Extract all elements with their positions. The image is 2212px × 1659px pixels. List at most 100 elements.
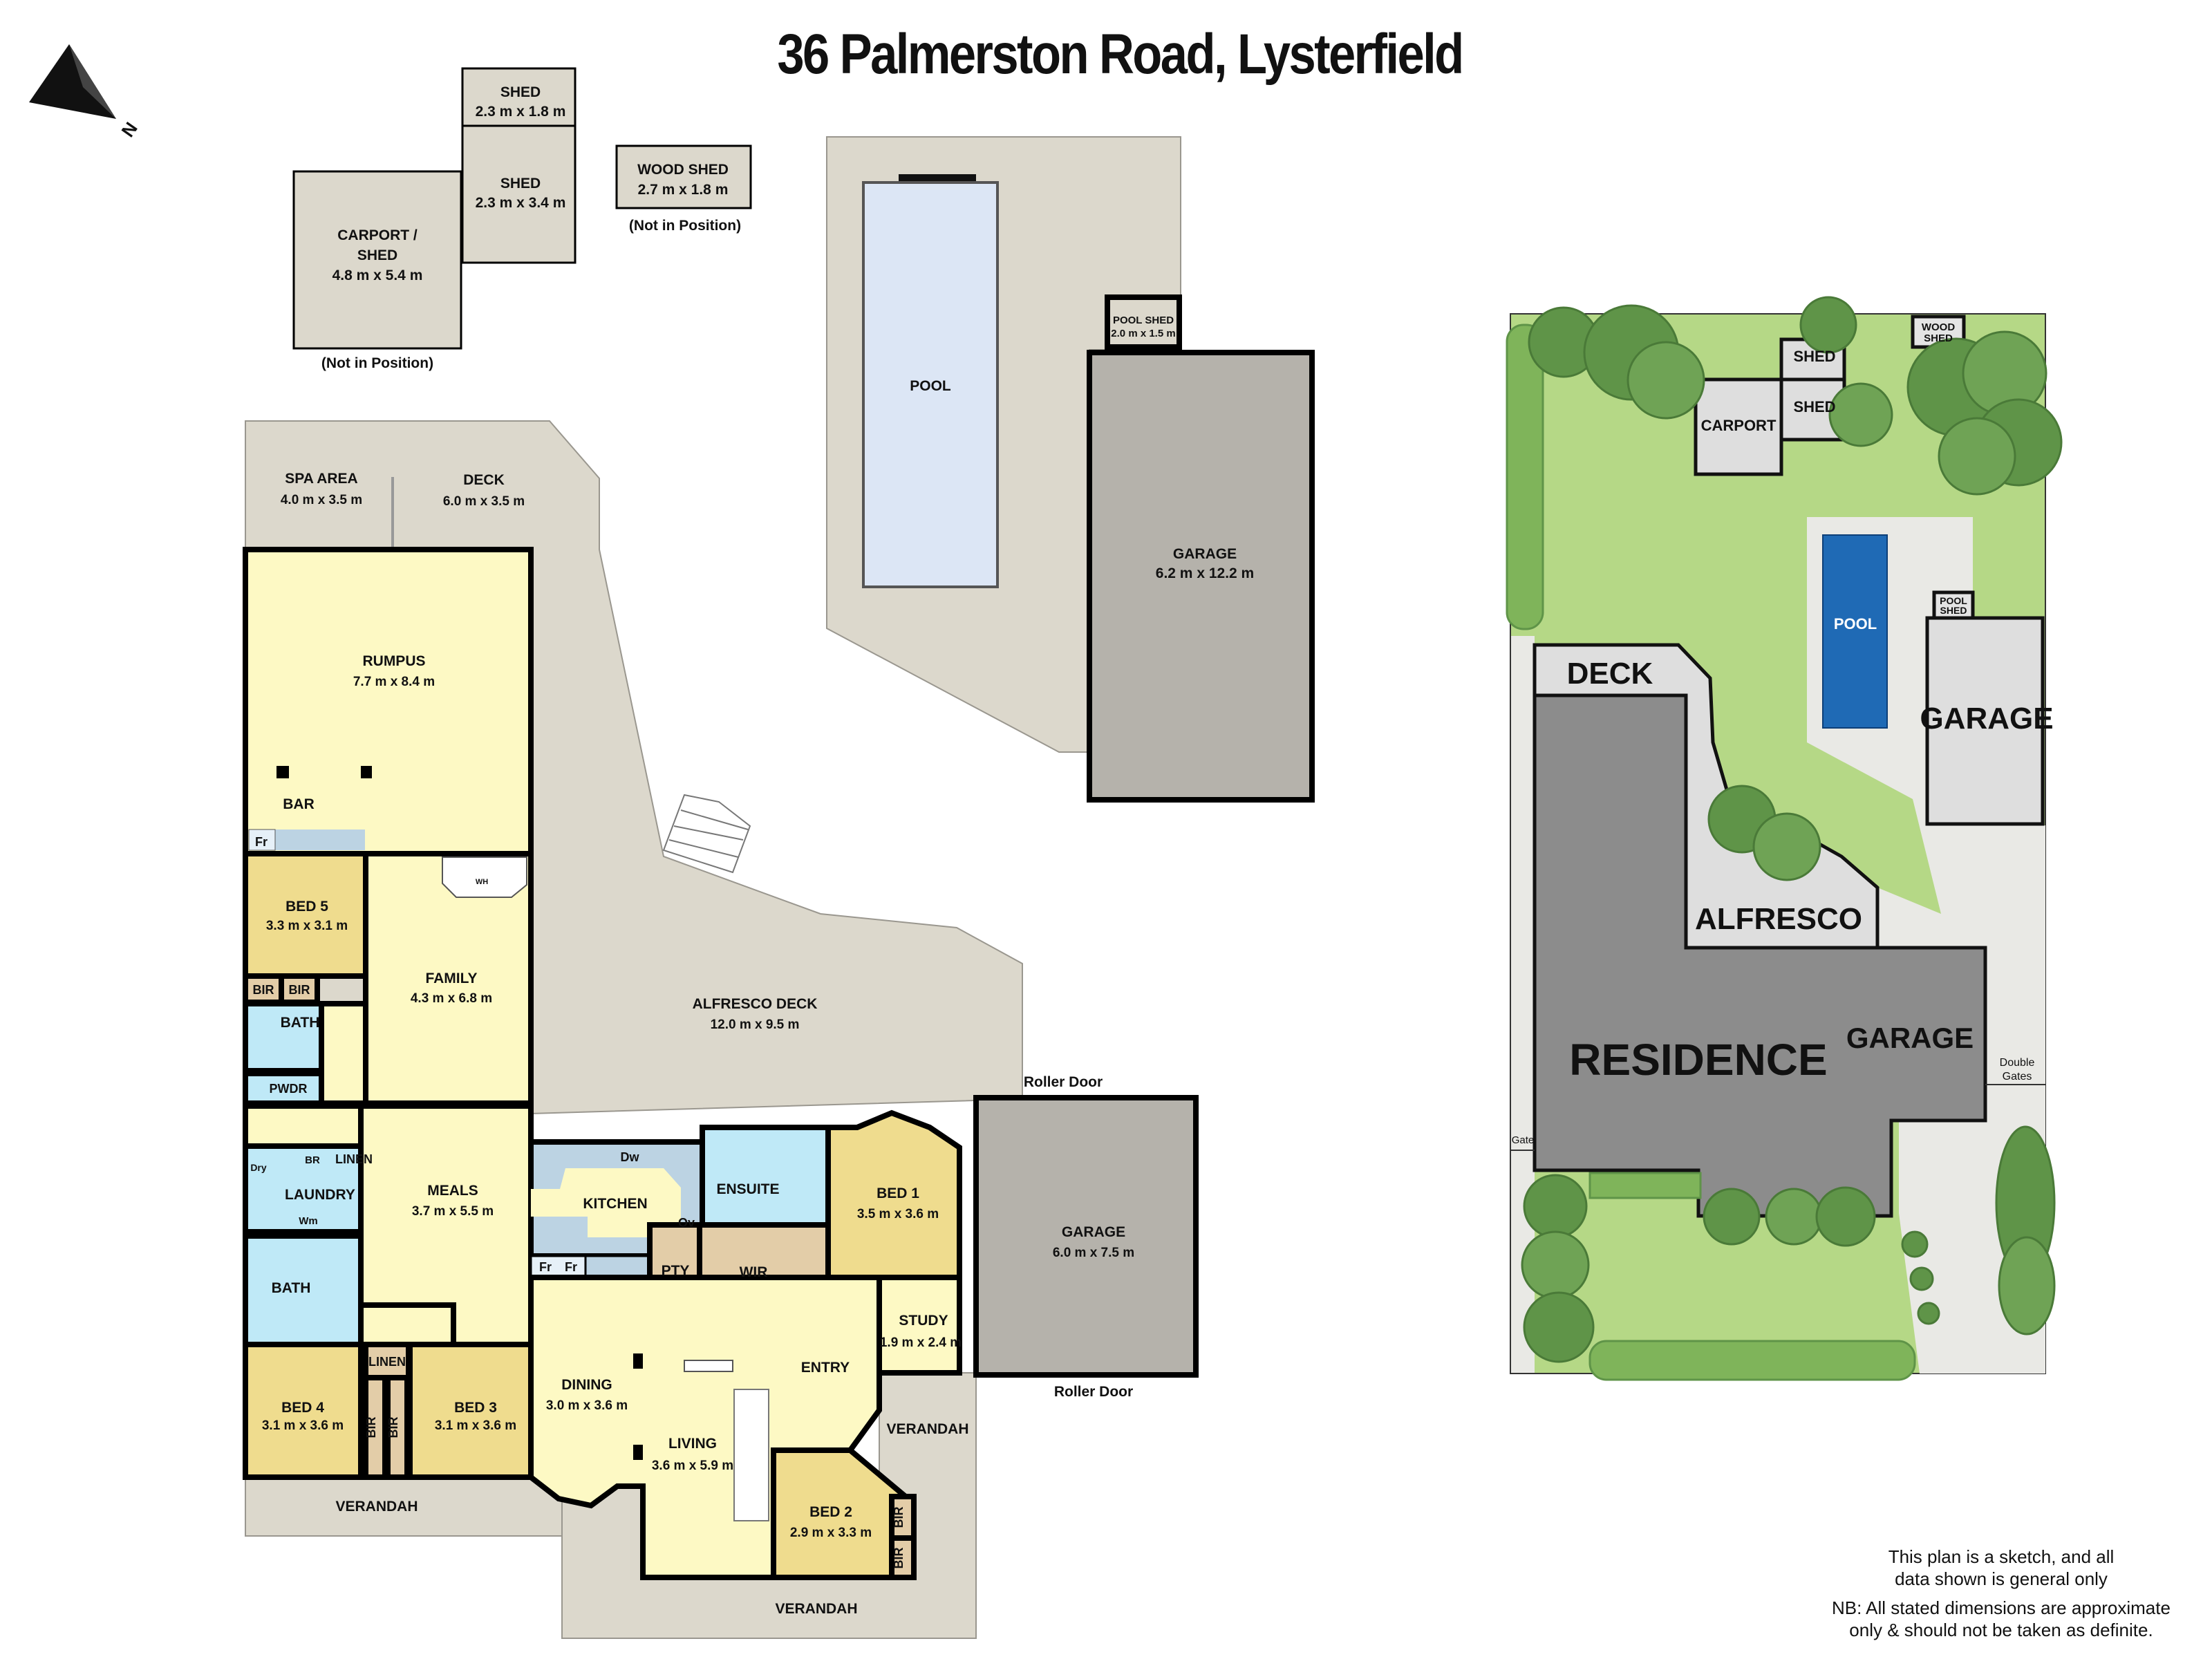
bed-5 — [243, 851, 368, 979]
study — [877, 1275, 962, 1376]
floor-plan-rooms-3-name: BAR — [283, 796, 315, 812]
shed-dims: 2.3 m x 3.4 m — [476, 195, 566, 211]
floor-plan-rooms-26-name: VERANDAH — [886, 1421, 968, 1437]
site-plan-residence: RESIDENCE — [1569, 1035, 1827, 1085]
shed — [461, 124, 577, 264]
floor-plan-rooms-1-name: DECK — [463, 472, 505, 488]
disclaimer-dimensions: NB: All stated dimensions are approximat… — [1797, 1597, 2205, 1641]
floor-plan-rooms-9-name: LAUNDRY — [285, 1187, 355, 1203]
hedge-icon — [1506, 324, 1544, 630]
site-plan-double-gates-l1: Double — [2000, 1057, 2035, 1069]
floor-plan-fixtures-ov: Ov — [678, 1216, 695, 1230]
shed-small — [461, 67, 577, 127]
wood-shed-note: (Not in Position) — [629, 218, 741, 234]
floor-plan-rooms-13-dims: 3.5 m x 3.6 m — [857, 1207, 939, 1221]
site-plan-gate: Gate — [1512, 1134, 1535, 1146]
floor-plan-rooms-17-dims: 1.9 m x 2.4 m — [880, 1335, 962, 1350]
hedge-icon — [1588, 1340, 1916, 1381]
floor-plan-rooms-17-name: STUDY — [899, 1313, 948, 1329]
pool-shed — [1105, 294, 1182, 350]
floor-plan-rooms-0-dims: 4.0 m x 3.5 m — [281, 493, 362, 507]
roller-door-bottom: Roller Door — [1054, 1384, 1133, 1400]
floor-plan-rooms-4-name: BED 5 — [285, 899, 328, 915]
floor-plan-rooms-21-dims: 3.1 m x 3.6 m — [262, 1418, 344, 1433]
floor-plan-rooms-21-name: BED 4 — [281, 1400, 324, 1416]
site-plan-wood-shed-l2: SHED — [1924, 332, 1953, 344]
floor-plan-rooms-10-dims: 3.7 m x 5.5 m — [412, 1204, 494, 1219]
floor-plan-rooms-5-dims: 4.3 m x 6.8 m — [411, 991, 492, 1006]
site-plan: WOOD SHED SHED SHED CARPORT POOL POOL SH… — [1506, 296, 2063, 1381]
wood-shed-name: WOOD SHED — [637, 162, 729, 178]
disclaimer-sketch: This plan is a sketch, and all data show… — [1797, 1546, 2205, 1590]
attached-garage — [973, 1095, 1199, 1378]
floor-plan-fixtures-linen-laundry: LINEN — [335, 1152, 373, 1166]
floor-plan-rooms-0-name: SPA AREA — [285, 471, 357, 487]
detached-garage-dims: 6.2 m x 12.2 m — [1156, 565, 1254, 581]
site-garage — [1925, 616, 2045, 826]
paving — [1807, 517, 2045, 1374]
dining-living-entry — [528, 1275, 882, 1580]
floor-plan-rooms-12-name: ENSUITE — [716, 1181, 779, 1197]
pool-name: POOL — [910, 378, 951, 394]
north-arrow-icon: N — [29, 44, 142, 141]
floor-plan-fixtures-br: BR — [305, 1154, 320, 1166]
detached-garage — [1087, 350, 1315, 803]
site-residence — [1533, 693, 1987, 1218]
floor-plan-rooms-5-name: FAMILY — [425, 971, 477, 986]
tree-icon — [1521, 296, 2063, 1363]
north-label: N — [118, 118, 142, 141]
roller-door-top: Roller Door — [1024, 1074, 1103, 1090]
floor-plan-rooms-1-dims: 6.0 m x 3.5 m — [443, 494, 525, 509]
floor-plan-rooms-19-name: DINING — [561, 1377, 612, 1393]
floor-plan-fixtures-linen-hall: LINEN — [368, 1355, 406, 1369]
wood-shed-dims: 2.7 m x 1.8 m — [638, 182, 729, 198]
floor-plan-fixtures-bir-bed4: BIR — [364, 1417, 378, 1438]
floor-plan-fixtures-fridge-2: Fr — [565, 1260, 577, 1274]
page-title: 36 Palmerston Road, Lysterfield — [777, 23, 1464, 86]
floor-plan-rooms-20-name: ENTRY — [801, 1360, 850, 1376]
site-plan-pool-shed-l1: POOL — [1940, 595, 1967, 606]
floor-plan-fixtures-bir-1: BIR — [253, 983, 274, 997]
floor-plan-rooms-8-name: PWDR — [270, 1082, 308, 1096]
floor-plan-rooms-22-dims: 3.1 m x 3.6 m — [435, 1418, 516, 1433]
carport-note: (Not in Position) — [321, 355, 433, 371]
carport-name-2: SHED — [357, 247, 397, 263]
floor-plan-rooms-24-dims: 2.9 m x 3.3 m — [790, 1526, 872, 1540]
site-plan-pool-shed-l2: SHED — [1940, 605, 1967, 616]
floor-plan-fixtures-wh: WH — [476, 878, 488, 886]
floor-plan-fixtures-fridge-bar: Fr — [255, 835, 268, 849]
floor-plan-fixtures-bir-bed2-b: BIR — [892, 1548, 906, 1569]
shed-small-name: SHED — [500, 84, 541, 100]
floor-plan-rooms-24-name: BED 2 — [809, 1504, 852, 1520]
wood-shed — [615, 144, 752, 209]
disclaimer-line: NB: All stated dimensions are approximat… — [1832, 1597, 2171, 1618]
steps — [662, 794, 751, 874]
floor-plan-fixtures-wm: Wm — [299, 1215, 318, 1227]
detached-garage-name: GARAGE — [1173, 546, 1237, 562]
disclaimer-line: This plan is a sketch, and all — [1888, 1546, 2115, 1567]
floor-plan-rooms-19-dims: 3.0 m x 3.6 m — [546, 1398, 628, 1413]
bath-upper — [243, 1001, 324, 1074]
bed-4 — [243, 1342, 364, 1480]
stairs — [733, 1389, 769, 1521]
site-plan-pool: POOL — [1834, 615, 1877, 632]
carport-shed — [292, 170, 462, 350]
floor-plan-fixtures-dry: Dry — [250, 1162, 267, 1173]
carport-name: CARPORT / — [337, 227, 418, 243]
floor-plan-rooms-27-name: VERANDAH — [775, 1601, 857, 1617]
site-pool — [1822, 534, 1888, 729]
floor-plan-fixtures-dw: Dw — [621, 1150, 640, 1164]
floor-plan-rooms-14-name: PTY — [662, 1263, 690, 1279]
fixture-labels: Fr BIR BIR WH Dry BR LINEN Wm Dw Ov Fr F… — [250, 835, 906, 1569]
rooms — [243, 547, 1199, 1580]
shed-small-dims: 2.3 m x 1.8 m — [476, 104, 566, 120]
floor-plan-fixtures-bir-bed3: BIR — [386, 1417, 400, 1438]
site-plan-wood-shed-l1: WOOD — [1922, 321, 1955, 333]
floor-plan-fixtures-bir-2: BIR — [289, 983, 310, 997]
disclaimer-line: only & should not be taken as definite. — [1849, 1620, 2153, 1640]
floor-plan-rooms-23-name: LIVING — [668, 1436, 717, 1452]
ensuite — [700, 1125, 831, 1228]
pool-shed-name: POOL SHED — [1113, 315, 1174, 326]
